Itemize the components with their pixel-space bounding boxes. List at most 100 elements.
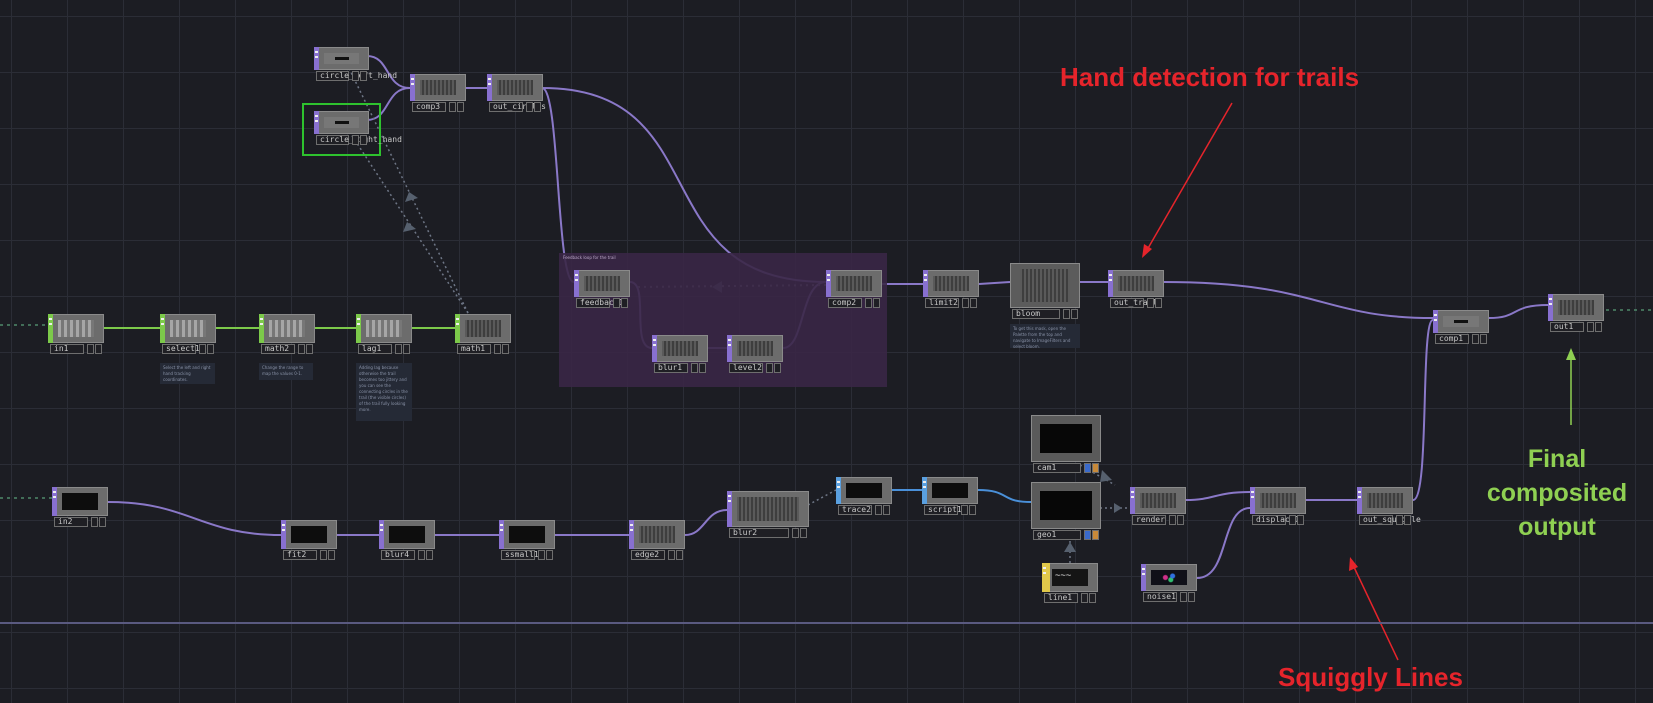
node-flag-icon[interactable] <box>1147 298 1154 308</box>
node-viewer-icon[interactable] <box>873 298 880 308</box>
node-viewer-icon[interactable] <box>1177 515 1184 525</box>
node-line1[interactable]: line1 <box>1042 563 1098 603</box>
node-flag-icon[interactable] <box>962 298 969 308</box>
node-flag-icon[interactable] <box>1472 334 1479 344</box>
node-circle-right-hand[interactable]: circle_right_hand <box>314 111 402 145</box>
node-flag-icon[interactable] <box>87 344 94 354</box>
node-flag-icon[interactable] <box>691 363 698 373</box>
node-flag-icon[interactable] <box>613 298 620 308</box>
node-viewer-icon[interactable] <box>426 550 433 560</box>
node-flag-icon[interactable] <box>449 102 456 112</box>
node-viewer-icon[interactable] <box>883 505 890 515</box>
node-viewer-icon[interactable] <box>306 344 313 354</box>
node-viewer-icon[interactable] <box>1595 322 1602 332</box>
node-comp1[interactable]: comp1 <box>1433 310 1489 344</box>
node-flag-icon[interactable] <box>865 298 872 308</box>
node-viewer-icon[interactable] <box>1188 592 1195 602</box>
node-limit2[interactable]: limit2 <box>923 270 979 308</box>
node-edge2[interactable]: edge2 <box>629 520 685 560</box>
node-flag-icon[interactable] <box>792 528 799 538</box>
node-flag-icon[interactable] <box>1289 515 1296 525</box>
node-flag-icon[interactable] <box>1063 309 1070 319</box>
node-viewer-icon[interactable] <box>1092 530 1099 540</box>
node-viewer-icon[interactable] <box>1480 334 1487 344</box>
node-viewer-icon[interactable] <box>360 135 367 145</box>
node-comp2[interactable]: comp2 <box>826 270 882 308</box>
node-viewer-icon[interactable] <box>970 298 977 308</box>
node-viewer-icon[interactable] <box>502 344 509 354</box>
node-select1[interactable]: select1 <box>160 314 216 354</box>
node-viewer-icon[interactable] <box>99 517 106 527</box>
node-flag-icon[interactable] <box>91 517 98 527</box>
node-ssmall1[interactable]: ssmall1 <box>499 520 555 560</box>
node-flag-icon[interactable] <box>199 344 206 354</box>
node-viewer-icon[interactable] <box>546 550 553 560</box>
node-flag-icon[interactable] <box>1169 515 1176 525</box>
node-viewer-icon[interactable] <box>1089 593 1096 603</box>
node-flag-icon[interactable] <box>395 344 402 354</box>
node-viewer-icon[interactable] <box>1297 515 1304 525</box>
node-flag-icon[interactable] <box>418 550 425 560</box>
node-viewer-icon[interactable] <box>774 363 781 373</box>
node-flag-icon[interactable] <box>1084 463 1091 473</box>
node-math2[interactable]: math2 <box>259 314 315 354</box>
node-script1[interactable]: script1 <box>922 477 978 515</box>
node-fit2[interactable]: fit2 <box>281 520 337 560</box>
node-level2[interactable]: level2 <box>727 335 783 373</box>
node-trace2[interactable]: trace2 <box>836 477 892 515</box>
node-in1[interactable]: in1 <box>48 314 104 354</box>
node-render[interactable]: render <box>1130 487 1186 525</box>
node-viewer-icon[interactable] <box>699 363 706 373</box>
node-blur4[interactable]: blur4 <box>379 520 435 560</box>
node-viewer-icon[interactable] <box>800 528 807 538</box>
node-out1[interactable]: out1 <box>1548 294 1604 332</box>
node-viewer-icon[interactable] <box>457 102 464 112</box>
node-blur1[interactable]: blur1 <box>652 335 708 373</box>
node-viewer-icon[interactable] <box>1155 298 1162 308</box>
node-flag-icon[interactable] <box>494 344 501 354</box>
node-geo1[interactable]: geo1 <box>1031 482 1101 540</box>
node-viewer-icon[interactable] <box>1092 463 1099 473</box>
node-viewer-icon[interactable] <box>676 550 683 560</box>
node-flag-icon[interactable] <box>538 550 545 560</box>
node-out-trails[interactable]: out_trails <box>1108 270 1164 308</box>
node-flag-icon[interactable] <box>961 505 968 515</box>
node-viewer-icon[interactable] <box>621 298 628 308</box>
selection-highlight <box>302 103 381 156</box>
node-viewer-icon[interactable] <box>534 102 541 112</box>
node-flag-icon[interactable] <box>668 550 675 560</box>
node-viewer-icon[interactable] <box>969 505 976 515</box>
node-viewer-icon[interactable] <box>328 550 335 560</box>
node-flag-icon[interactable] <box>352 135 359 145</box>
node-lag1[interactable]: lag1 <box>356 314 412 354</box>
node-cam1[interactable]: cam1 <box>1031 415 1101 473</box>
node-circle-left-hand[interactable]: circle_left_hand <box>314 47 397 81</box>
node-displace1[interactable]: displace1 <box>1250 487 1306 525</box>
node-viewer-icon[interactable] <box>1404 515 1411 525</box>
node-viewer-icon[interactable] <box>360 71 367 81</box>
node-in2[interactable]: in2 <box>52 487 108 527</box>
node-flag-icon[interactable] <box>1587 322 1594 332</box>
node-viewer-icon[interactable] <box>1071 309 1078 319</box>
node-viewer-icon[interactable] <box>403 344 410 354</box>
node-flag-icon[interactable] <box>766 363 773 373</box>
node-out-squiggle[interactable]: out_squiggle <box>1357 487 1421 525</box>
node-flag-icon[interactable] <box>352 71 359 81</box>
node-noise1[interactable]: noise1 <box>1141 564 1197 602</box>
node-flag-icon[interactable] <box>526 102 533 112</box>
node-viewer-icon[interactable] <box>95 344 102 354</box>
node-viewer-icon[interactable] <box>207 344 214 354</box>
node-flag-icon[interactable] <box>1081 593 1088 603</box>
node-flag-icon[interactable] <box>1084 530 1091 540</box>
node-comp3[interactable]: comp3 <box>410 74 466 112</box>
node-bloom[interactable]: bloom <box>1010 263 1080 319</box>
node-flag-icon[interactable] <box>320 550 327 560</box>
node-math1[interactable]: math1 <box>455 314 511 354</box>
node-flag-icon[interactable] <box>298 344 305 354</box>
node-out-circles[interactable]: out_circles <box>487 74 546 112</box>
node-flag-icon[interactable] <box>1396 515 1403 525</box>
node-blur2[interactable]: blur2 <box>727 491 809 538</box>
node-feedback1[interactable]: feedback1 <box>574 270 630 308</box>
node-flag-icon[interactable] <box>875 505 882 515</box>
node-flag-icon[interactable] <box>1180 592 1187 602</box>
